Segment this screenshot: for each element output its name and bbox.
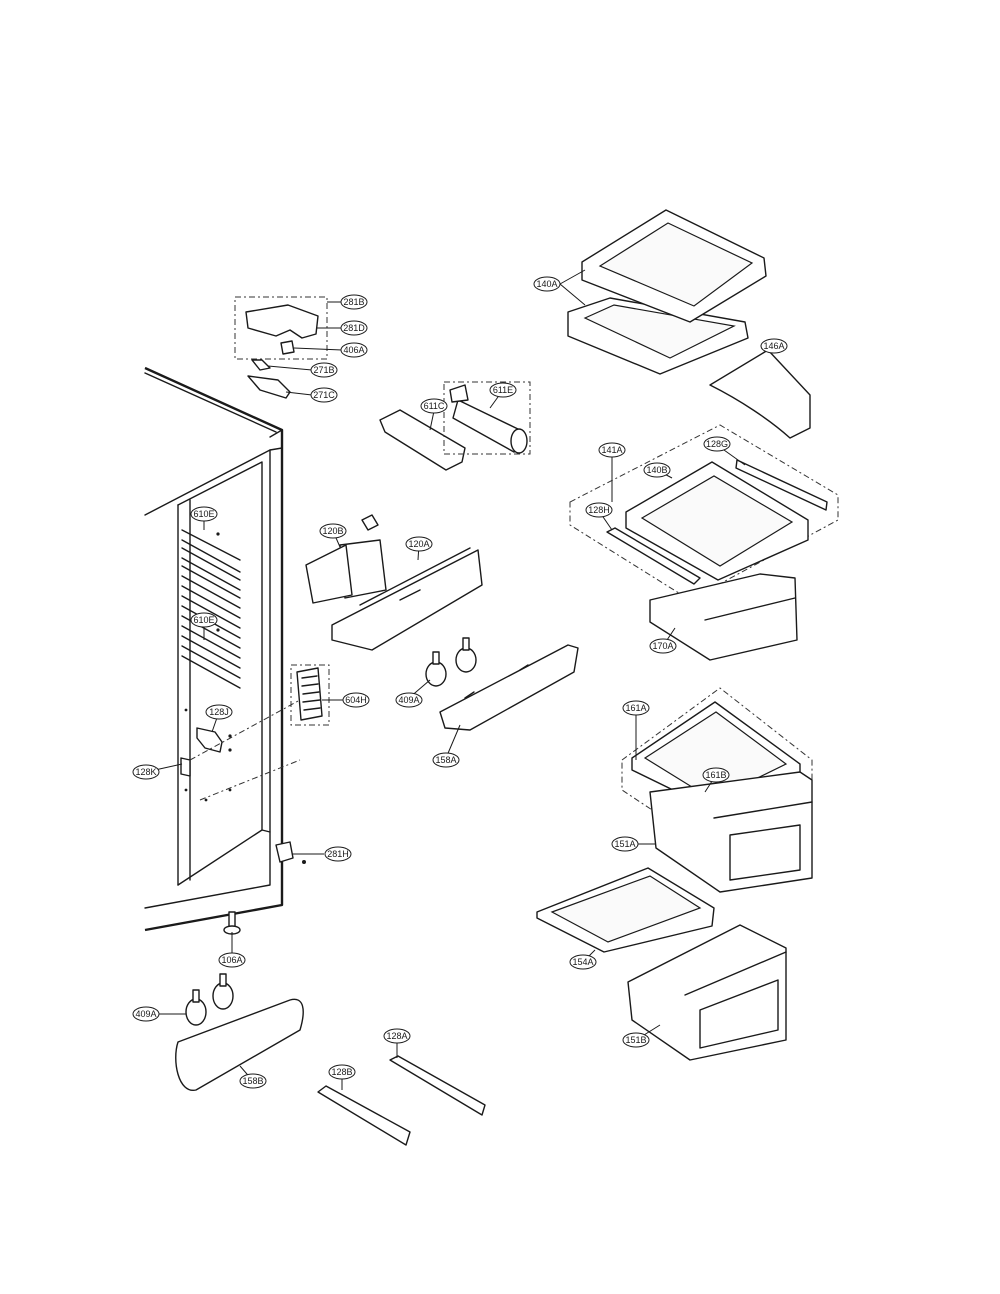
svg-text:140A: 140A bbox=[536, 279, 557, 289]
svg-text:161A: 161A bbox=[625, 703, 646, 713]
callout-label: 158A bbox=[432, 752, 460, 768]
svg-text:141A: 141A bbox=[601, 445, 622, 455]
crisper-drawer-151b bbox=[627, 924, 787, 1061]
crisper-assembly-141a bbox=[569, 424, 839, 661]
bracket-128j bbox=[196, 727, 223, 753]
svg-text:128A: 128A bbox=[386, 1031, 407, 1041]
svg-text:140B: 140B bbox=[646, 465, 667, 475]
rail-128a bbox=[389, 1055, 486, 1116]
ice-module-120 bbox=[305, 514, 483, 651]
svg-text:611C: 611C bbox=[424, 401, 445, 411]
hinge-281h bbox=[275, 841, 294, 863]
callout-labels: 140A 146A 281B 281D 406A 271B 271C 611C … bbox=[132, 276, 788, 1089]
callout-label: 151A bbox=[611, 836, 639, 852]
rail-128b bbox=[317, 1085, 411, 1146]
callout-label: 611E bbox=[489, 382, 517, 398]
callout-label: 610E bbox=[190, 612, 218, 628]
svg-text:604H: 604H bbox=[345, 695, 367, 705]
light-cover-158a bbox=[439, 644, 579, 731]
callout-label: 128B bbox=[328, 1064, 356, 1080]
svg-text:158A: 158A bbox=[435, 755, 456, 765]
callout-label: 140A bbox=[533, 276, 561, 292]
svg-text:128J: 128J bbox=[209, 707, 229, 717]
crisper-cover-154a bbox=[536, 867, 715, 953]
svg-text:151A: 151A bbox=[614, 839, 635, 849]
light-cover-158b bbox=[175, 998, 304, 1091]
callout-label: 128A bbox=[383, 1028, 411, 1044]
svg-text:281D: 281D bbox=[343, 323, 365, 333]
top-control-parts bbox=[234, 296, 328, 399]
callout-label: 611C bbox=[420, 398, 448, 414]
svg-text:128G: 128G bbox=[706, 439, 728, 449]
svg-text:128K: 128K bbox=[135, 767, 156, 777]
callout-label: 409A bbox=[132, 1006, 160, 1022]
callout-label: 128G bbox=[703, 436, 731, 452]
callout-label: 128H bbox=[585, 502, 613, 518]
svg-text:158B: 158B bbox=[242, 1076, 263, 1086]
svg-text:611E: 611E bbox=[493, 385, 513, 395]
refrigerator-cabinet bbox=[144, 366, 306, 932]
callout-label: 170A bbox=[649, 638, 677, 654]
svg-text:271C: 271C bbox=[313, 390, 335, 400]
svg-text:146A: 146A bbox=[763, 341, 784, 351]
svg-text:120A: 120A bbox=[408, 539, 429, 549]
callout-label: 271B bbox=[310, 362, 338, 378]
svg-text:409A: 409A bbox=[135, 1009, 156, 1019]
callout-label: 610E bbox=[190, 506, 218, 522]
callout-label: 128K bbox=[132, 764, 160, 780]
callout-label: 106A bbox=[218, 952, 246, 968]
callout-label: 141A bbox=[598, 442, 626, 458]
svg-text:406A: 406A bbox=[343, 345, 364, 355]
svg-text:120B: 120B bbox=[322, 526, 343, 536]
svg-text:409A: 409A bbox=[398, 695, 419, 705]
callout-label: 604H bbox=[342, 692, 370, 708]
callout-label: 128J bbox=[205, 704, 233, 720]
svg-text:154A: 154A bbox=[572, 957, 593, 967]
svg-text:128B: 128B bbox=[331, 1067, 352, 1077]
svg-text:610E: 610E bbox=[193, 615, 214, 625]
callout-label: 140B bbox=[643, 462, 671, 478]
callout-label: 281H bbox=[324, 846, 352, 862]
callout-label: 271C bbox=[310, 387, 338, 403]
svg-text:106A: 106A bbox=[221, 955, 242, 965]
svg-text:170A: 170A bbox=[652, 641, 673, 651]
callout-label: 146A bbox=[760, 338, 788, 354]
light-bulbs-upper bbox=[425, 637, 477, 687]
callout-label: 281B bbox=[340, 294, 368, 310]
svg-text:128H: 128H bbox=[588, 505, 610, 515]
glass-cover-146a bbox=[709, 349, 811, 439]
leveling-leg-106a bbox=[223, 911, 241, 935]
callout-label: 151B bbox=[622, 1032, 650, 1048]
bracket-128k bbox=[180, 757, 191, 777]
glass-shelves-140a bbox=[567, 209, 767, 375]
svg-text:151B: 151B bbox=[625, 1035, 646, 1045]
air-filter-parts bbox=[379, 381, 531, 471]
svg-text:610E: 610E bbox=[193, 509, 214, 519]
callout-label: 406A bbox=[340, 342, 368, 358]
callout-label: 281D bbox=[340, 320, 368, 336]
callout-label: 409A bbox=[395, 692, 423, 708]
callout-label: 120B bbox=[319, 523, 347, 539]
svg-text:271B: 271B bbox=[313, 365, 334, 375]
svg-text:281B: 281B bbox=[343, 297, 364, 307]
light-bulbs-lower bbox=[185, 973, 234, 1026]
crisper-assembly-161a bbox=[621, 687, 813, 893]
callout-label: 154A bbox=[569, 954, 597, 970]
callout-label: 120A bbox=[405, 536, 433, 552]
filter-panel-604h bbox=[290, 664, 330, 726]
svg-text:281H: 281H bbox=[327, 849, 349, 859]
svg-text:161B: 161B bbox=[705, 770, 726, 780]
callout-label: 161A bbox=[622, 700, 650, 716]
callout-label: 161B bbox=[702, 767, 730, 783]
callout-label: 158B bbox=[239, 1073, 267, 1089]
shelf-rails bbox=[181, 529, 241, 689]
